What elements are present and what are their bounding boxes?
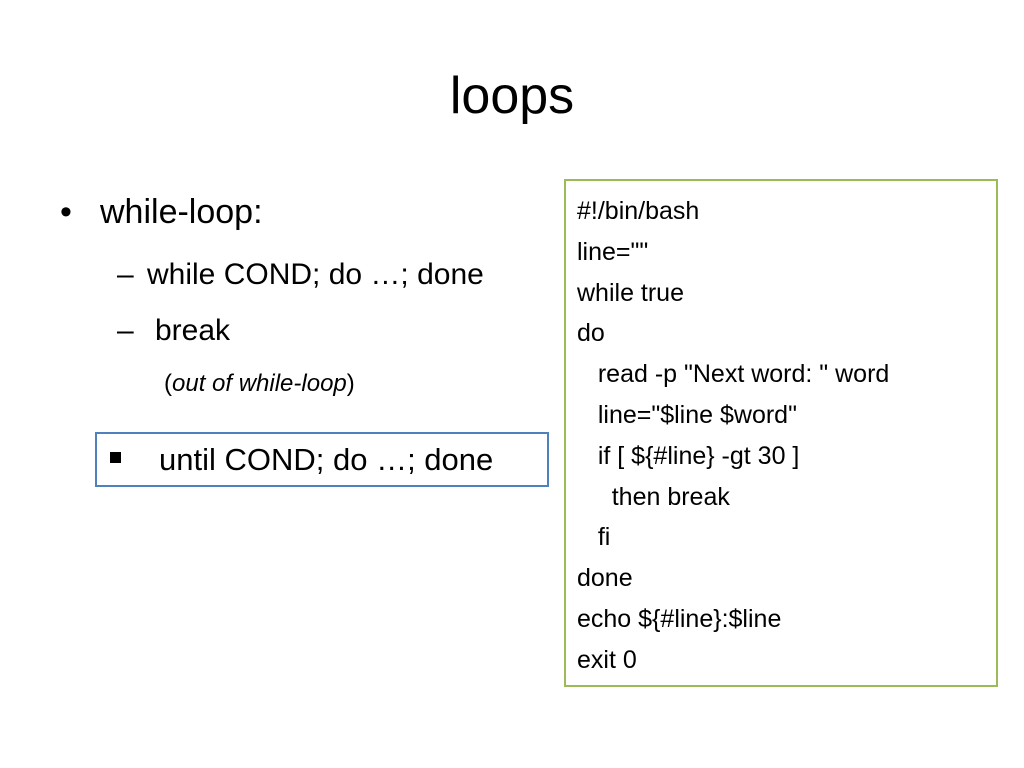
code-line: while true <box>577 278 684 307</box>
bullet-while-syntax-text: while COND; do …; done <box>147 258 484 291</box>
dash-marker: – <box>117 314 134 347</box>
code-line: fi <box>577 523 611 552</box>
slide-title: loops <box>449 67 575 125</box>
bullet-marker: • <box>60 193 72 231</box>
code-line: line="$line $word" <box>577 400 797 429</box>
code-line: do <box>577 319 605 348</box>
until-box-text: until COND; do …; done <box>159 442 494 477</box>
bullet-break: –break <box>117 312 230 350</box>
bullet-while-loop-text: while-loop: <box>100 193 263 231</box>
bullet-break-note: (out of while-loop) <box>164 368 355 400</box>
code-line: line="" <box>577 237 649 266</box>
paren-open: ( <box>164 370 172 397</box>
code-line: read -p "Next word: " word <box>577 360 890 389</box>
bullet-break-text: break <box>155 314 231 347</box>
code-line: echo ${#line}:$line <box>577 604 782 633</box>
dash-marker: – <box>117 258 134 291</box>
code-line: #!/bin/bash <box>577 197 700 225</box>
bullet-while-syntax: –while COND; do …; done <box>117 256 484 294</box>
code-line: if [ ${#line} -gt 30 ] <box>577 441 800 470</box>
code-line: done <box>577 564 633 593</box>
code-line: exit 0 <box>577 645 637 674</box>
paren-close: ) <box>346 370 355 397</box>
square-bullet-icon <box>110 452 121 463</box>
bullet-while-loop: • while-loop: <box>60 190 263 234</box>
code-line: then break <box>577 482 730 511</box>
until-box: until COND; do …; done <box>95 432 549 487</box>
break-note-italic: out of while-loop <box>172 370 347 397</box>
code-box: #!/bin/bash line="" while true do read -… <box>564 179 998 687</box>
